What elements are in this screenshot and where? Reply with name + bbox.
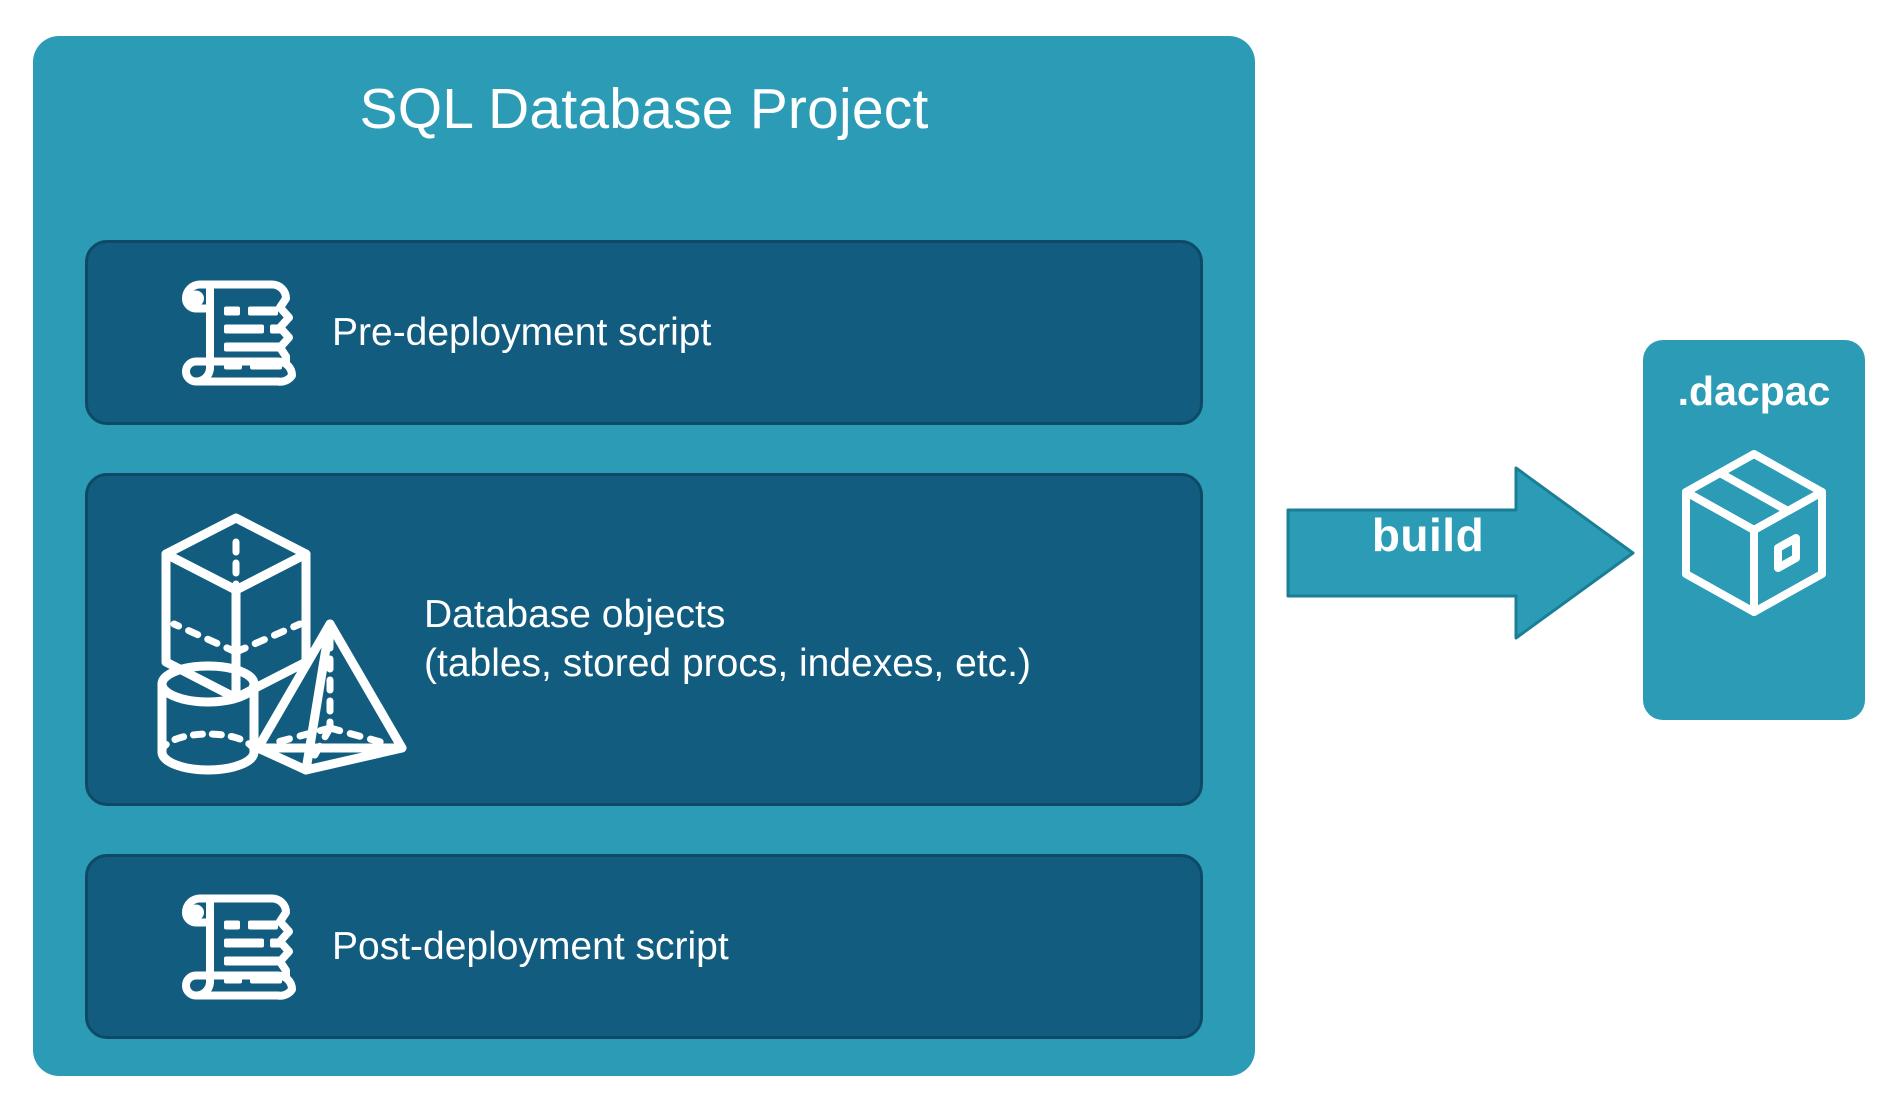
database-objects-icon-group	[150, 502, 420, 782]
card-database-objects-label: Database objects (tables, stored procs, …	[424, 592, 1031, 686]
arrow-right-icon	[1286, 466, 1635, 640]
page-title: SQL Database Project	[359, 77, 929, 141]
card-database-objects[interactable]: Database objects (tables, stored procs, …	[85, 473, 1203, 806]
card-pre-deployment-script[interactable]: Pre-deployment script	[85, 240, 1203, 425]
scroll-icon	[160, 884, 300, 1009]
card-pre-deployment-label: Pre-deployment script	[332, 310, 712, 354]
package-box-icon	[1674, 444, 1834, 634]
sql-database-project-container: SQL Database Project	[33, 36, 1255, 1076]
card-post-deployment-label: Post-deployment script	[332, 924, 729, 968]
dacpac-output-box[interactable]: .dacpac	[1643, 340, 1865, 720]
cylinder-wireframe-icon	[157, 661, 259, 775]
dacpac-label: .dacpac	[1677, 368, 1831, 414]
scroll-icon	[160, 270, 300, 395]
pyramid-wireframe-icon	[253, 619, 407, 775]
card-post-deployment-script[interactable]: Post-deployment script	[85, 854, 1203, 1039]
